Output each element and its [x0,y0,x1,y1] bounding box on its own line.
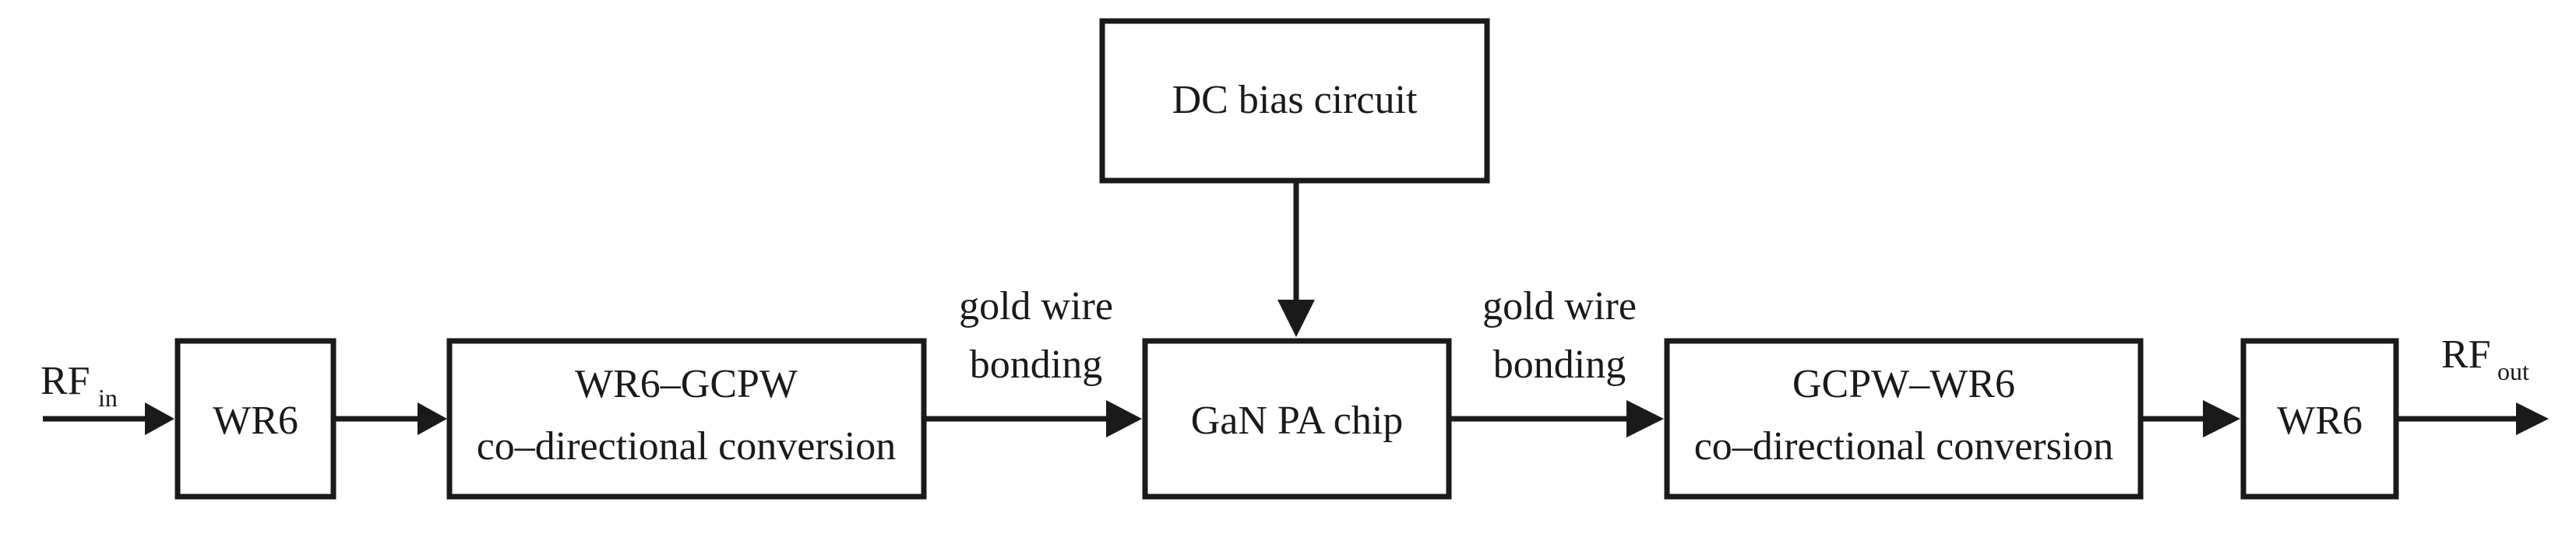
wr6-left-label: WR6 [213,399,298,443]
chip-to-converter-arrowhead [1626,400,1664,437]
connections [43,181,2516,422]
converter-to-wr6-arrowhead [2203,400,2240,437]
rf-out-label: RF out [2441,332,2529,385]
gcpw-wr6-title: GCPW–WR6 [1792,362,2015,406]
wr6-to-converter-arrowhead [418,402,447,435]
blocks [174,18,2399,500]
rf-in-arrowhead [145,402,174,435]
bond-right-line2: bonding [1493,343,1626,387]
rf-in-main: RF [41,359,90,403]
rf-out-sub: out [2497,357,2529,385]
gan-pa-chip-box [1142,338,1452,500]
wr6-right-box [2240,338,2399,500]
arrowheads [145,300,2549,437]
gcpw-wr6-box [1664,338,2144,500]
bond-left-line2: bonding [970,343,1102,387]
wr6-gcpw-title: WR6–GCPW [575,362,798,406]
dc-bias-arrowhead [1277,300,1315,337]
rf-in-sub: in [98,384,118,412]
wr6-gcpw-box [446,338,927,500]
wr6-gcpw-subtitle: co–directional conversion [477,424,897,469]
wr6-left-box [174,338,337,500]
bond-left-line1: gold wire [959,284,1113,328]
bond-right-line1: gold wire [1482,284,1637,328]
gcpw-wr6-subtitle: co–directional conversion [1694,424,2114,469]
dc-bias-box [1099,18,1490,184]
dc-bias-label: DC bias circuit [1172,78,1418,122]
converter-to-chip-arrowhead [1106,400,1142,437]
rf-out-arrowhead [2516,402,2549,435]
wr6-right-label: WR6 [2277,399,2363,443]
rf-out-main: RF [2441,332,2491,377]
gan-pa-chip-label: GaN PA chip [1191,399,1404,443]
rf-in-label: RF in [41,359,118,412]
